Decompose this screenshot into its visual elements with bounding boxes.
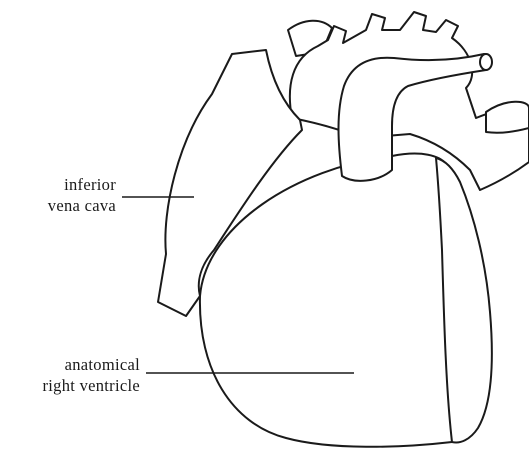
label-ivc-line-1: inferior — [16, 174, 116, 195]
vessel-opening — [480, 54, 492, 70]
label-inferior-vena-cava: inferior vena cava — [16, 174, 116, 216]
pulmonary-vessel-right — [486, 102, 529, 133]
label-ivc-line-2: vena cava — [16, 195, 116, 216]
label-anatomical-right-ventricle: anatomical right ventricle — [4, 354, 140, 396]
label-rv-line-1: anatomical — [4, 354, 140, 375]
label-rv-line-2: right ventricle — [4, 375, 140, 396]
